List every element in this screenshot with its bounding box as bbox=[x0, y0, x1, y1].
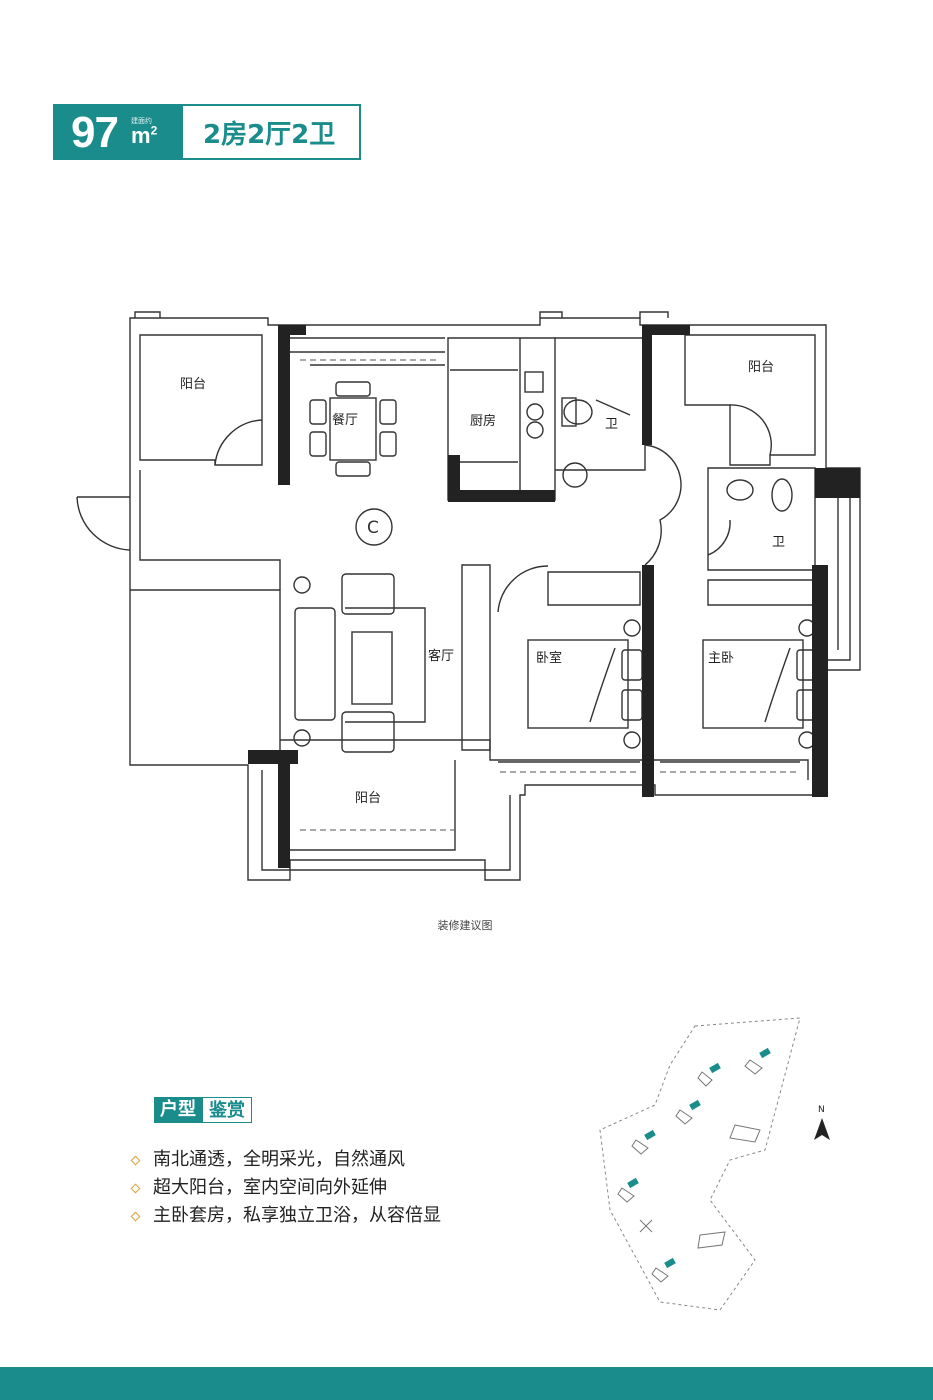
room-label-balcony-nw: 阳台 bbox=[180, 377, 206, 392]
room-label-master-bedroom: 主卧 bbox=[708, 651, 734, 666]
room-label-bath-ensuite: 卫 bbox=[772, 535, 785, 550]
plan-caption: 装修建议图 bbox=[437, 919, 493, 932]
diamond-bullet-icon bbox=[130, 1183, 141, 1193]
area-badge: 97 建面约 m2 bbox=[55, 106, 183, 158]
room-label-dining: 餐厅 bbox=[332, 412, 358, 428]
room-label-balcony-ne: 阳台 bbox=[748, 360, 774, 375]
layout-type: 2房2厅2卫 bbox=[203, 119, 336, 150]
bottom-bar bbox=[0, 1367, 933, 1400]
area-small-label: 建面约 bbox=[131, 117, 152, 125]
unit-mark: C bbox=[367, 518, 379, 538]
area-unit: m2 bbox=[131, 123, 158, 148]
feature-item: 主卧套房，私享独立卫浴，从容倍显 bbox=[130, 1202, 441, 1230]
features-title-part2: 鉴赏 bbox=[202, 1097, 252, 1123]
north-arrow-icon bbox=[814, 1118, 830, 1140]
room-label-kitchen: 厨房 bbox=[470, 413, 496, 429]
site-plan: N bbox=[599, 1017, 830, 1311]
diamond-bullet-icon bbox=[130, 1155, 141, 1165]
room-label-bedroom: 卧室 bbox=[536, 650, 562, 666]
feature-item: 超大阳台，室内空间向外延伸 bbox=[130, 1174, 441, 1202]
features-list: 南北通透，全明采光，自然通风 超大阳台，室内空间向外延伸 主卧套房，私享独立卫浴… bbox=[130, 1146, 441, 1230]
north-label: N bbox=[818, 1105, 825, 1115]
room-label-living: 客厅 bbox=[428, 648, 454, 664]
room-label-balcony-south: 阳台 bbox=[355, 791, 381, 806]
room-label-bath-north: 卫 bbox=[605, 417, 618, 432]
area-value: 97 bbox=[71, 108, 119, 157]
diamond-bullet-icon bbox=[130, 1211, 141, 1221]
feature-item: 南北通透，全明采光，自然通风 bbox=[130, 1146, 441, 1174]
features-title-part1: 户型 bbox=[154, 1097, 202, 1123]
floor-plan: 阳台 餐厅 厨房 卫 阳台 卫 客厅 卧室 主卧 阳台 C bbox=[76, 311, 861, 881]
unit-header: 97 建面约 m2 2房2厅2卫 bbox=[53, 104, 361, 160]
features-title: 户型 鉴赏 bbox=[154, 1097, 252, 1123]
